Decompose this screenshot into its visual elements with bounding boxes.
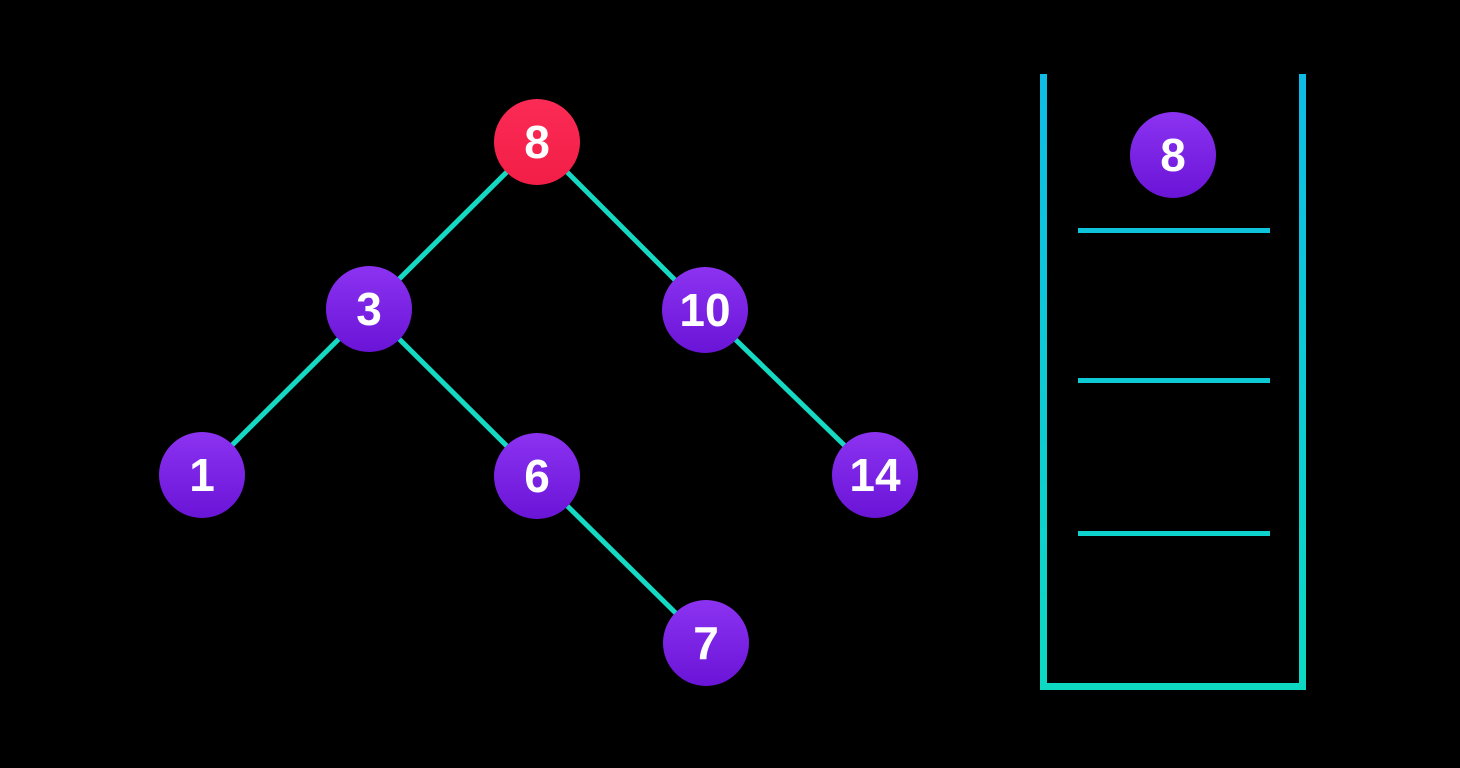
tree-node-root-highlighted: 8 [494, 99, 580, 185]
stack-item: 8 [1130, 112, 1216, 198]
tree-node: 14 [832, 432, 918, 518]
tree-node-label: 10 [679, 284, 730, 336]
stack-container: 8 [1040, 74, 1306, 690]
tree-node-label: 1 [189, 449, 215, 501]
tree-node: 3 [326, 266, 412, 352]
tree-node-circle [663, 600, 749, 686]
tree-node-circle [326, 266, 412, 352]
tree-node: 7 [663, 600, 749, 686]
binary-tree: 8 3 10 1 6 14 7 [159, 99, 918, 686]
tree-node-circle [159, 432, 245, 518]
stack-bottom [1040, 683, 1306, 690]
tree-node-label: 3 [356, 283, 382, 335]
tree-node-label: 8 [524, 116, 550, 168]
stack-slot-divider [1078, 228, 1270, 233]
tree-node-label: 7 [693, 617, 719, 669]
tree-node: 6 [494, 433, 580, 519]
tree-node-circle [832, 432, 918, 518]
stack-slot-divider [1078, 378, 1270, 383]
tree-node: 1 [159, 432, 245, 518]
tree-node-circle [662, 267, 748, 353]
tree-node: 10 [662, 267, 748, 353]
tree-node-label: 14 [849, 449, 901, 501]
tree-node-circle [494, 99, 580, 185]
stack-item-circle [1130, 112, 1216, 198]
stack-right-wall [1299, 74, 1306, 690]
tree-node-label: 6 [524, 450, 550, 502]
stack-left-wall [1040, 74, 1047, 690]
stack-slot-divider [1078, 531, 1270, 536]
tree-node-circle [494, 433, 580, 519]
stack-item-label: 8 [1160, 129, 1186, 181]
